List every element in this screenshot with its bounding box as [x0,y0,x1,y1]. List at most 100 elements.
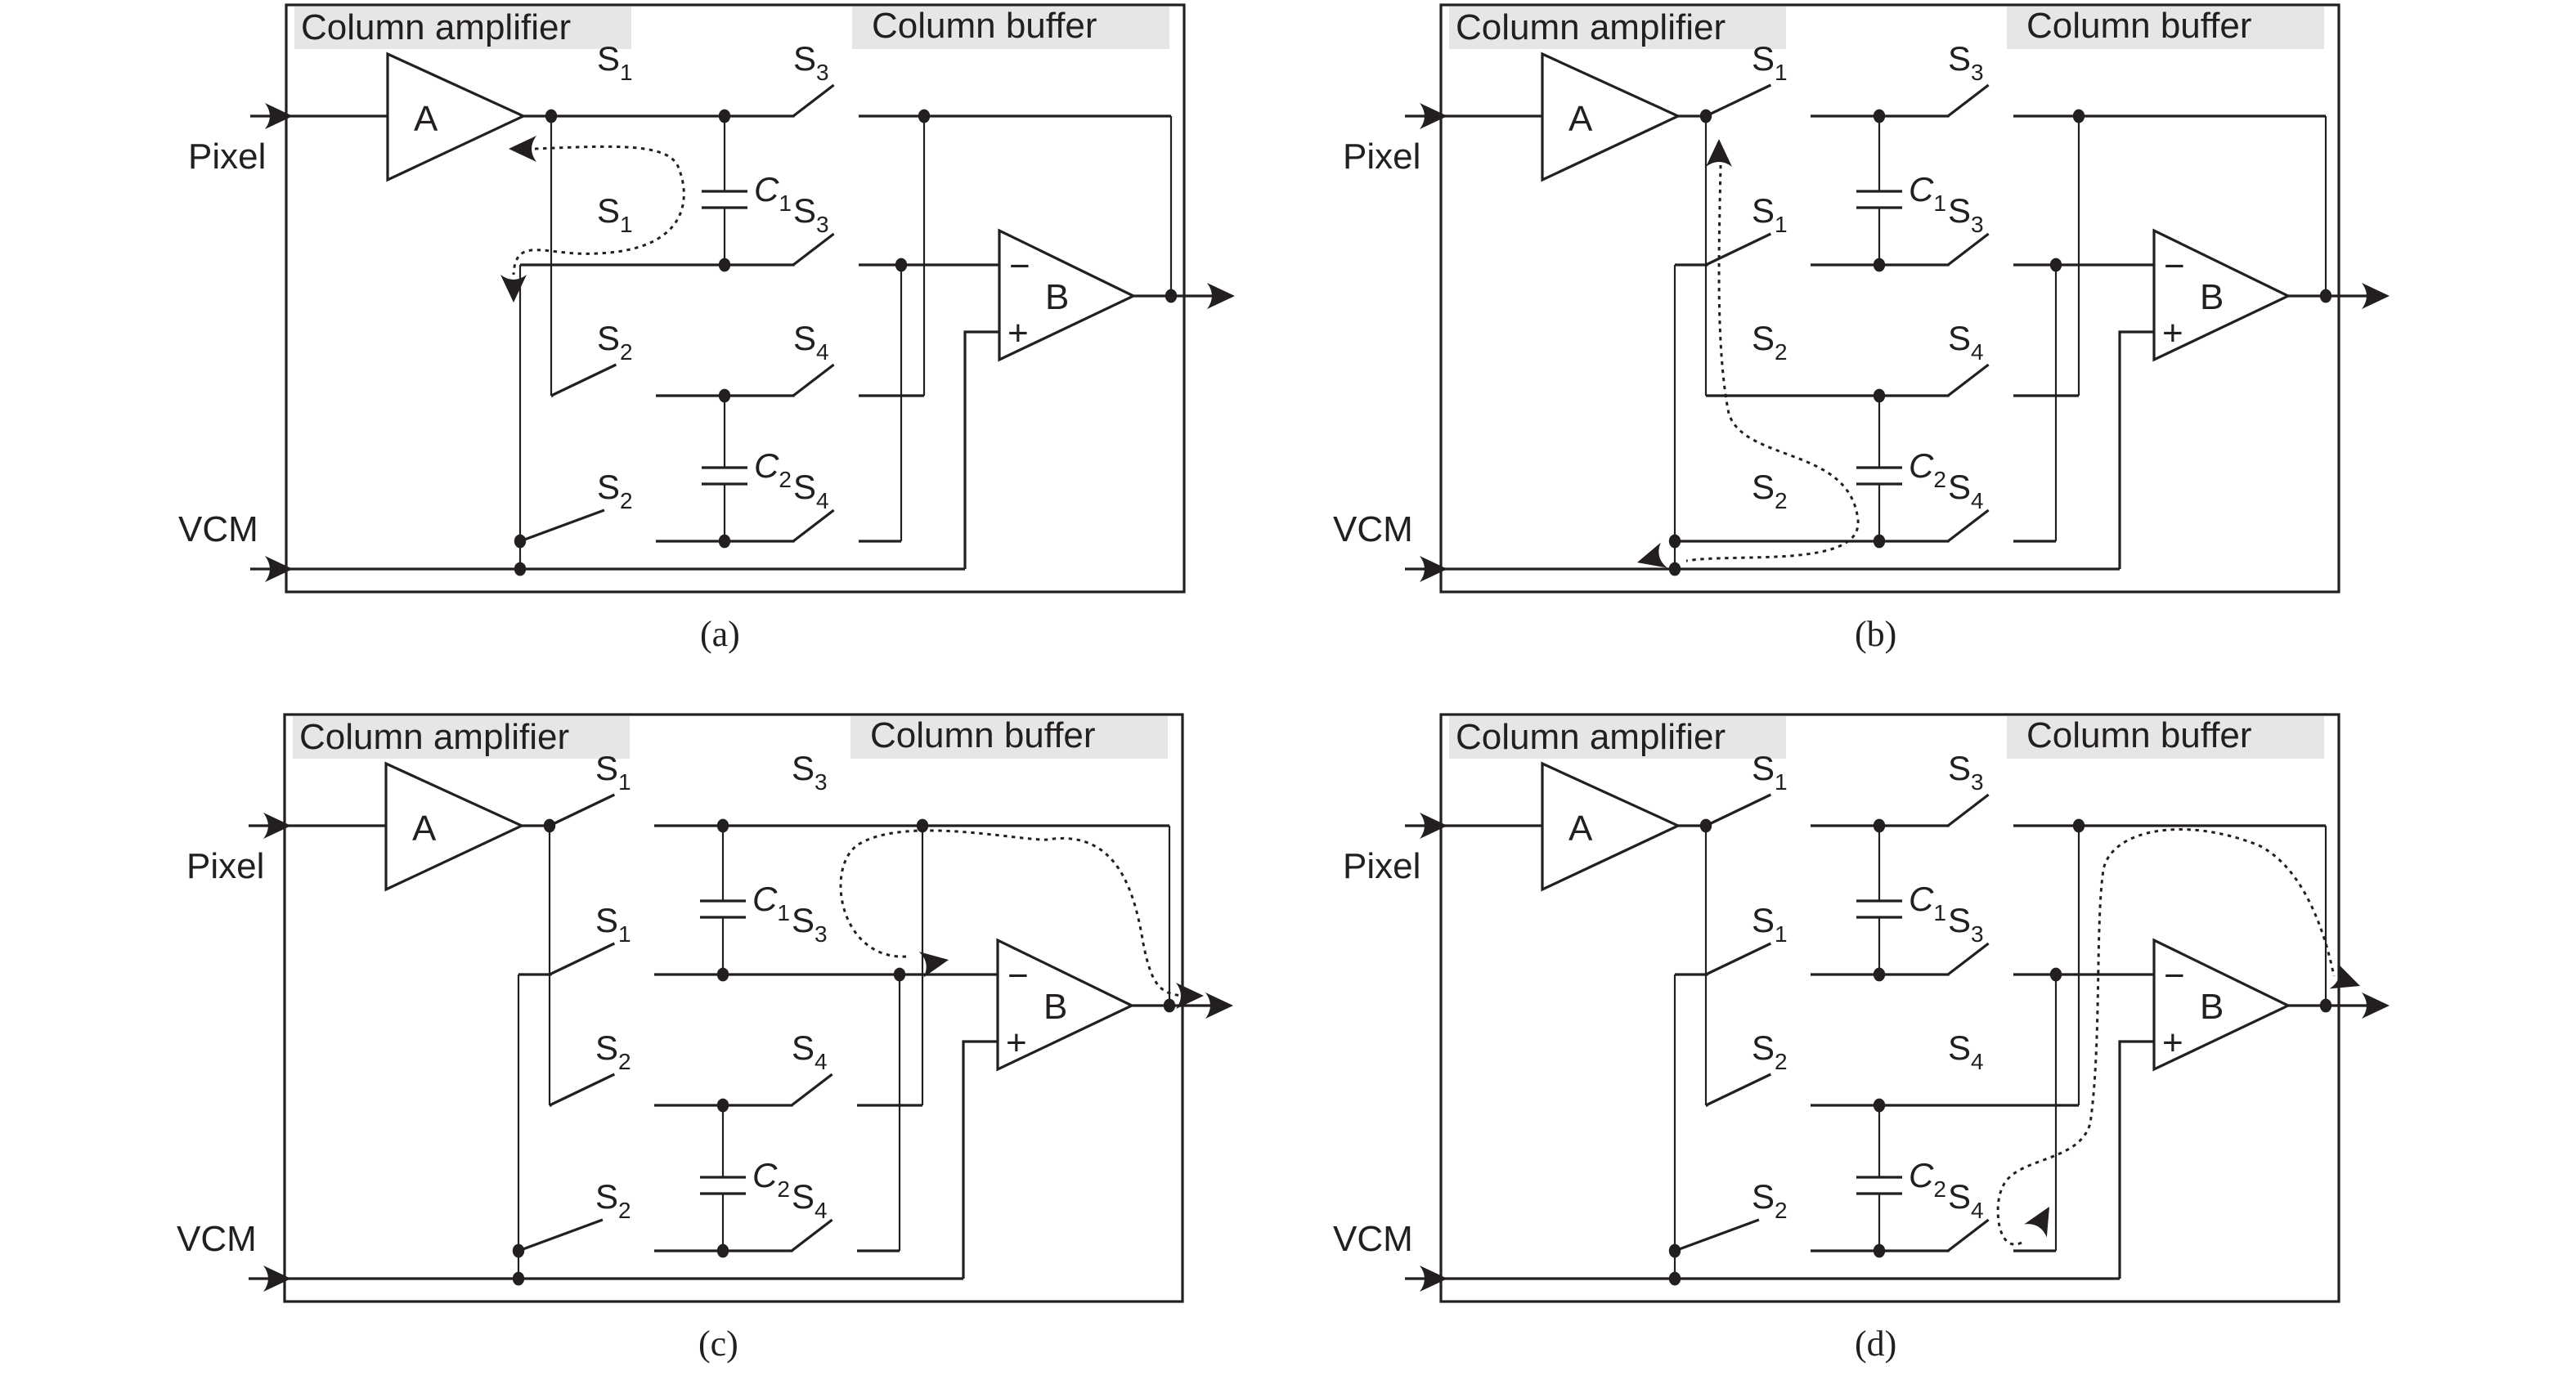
buffer-b-plus-label: + [2162,1023,2183,1063]
switch-s2-lower-label-subscript: 2 [1775,488,1788,513]
switch-s3-top-label-letter: S [1948,39,1971,78]
amplifier-a-label: A [412,809,437,849]
switch-s2-upper-blade [1705,1073,1772,1107]
switch-s1-top-label: S1 [597,39,633,85]
vcm-input-arrow-icon [1420,1266,1447,1292]
vcm-input-arrow-icon [263,1266,291,1292]
pixel-label: Pixel [1343,846,1420,886]
switch-s2-lower-label: S2 [597,468,633,513]
switch-s1-top-label-letter: S [595,749,618,787]
panel-caption-d: (d) [1855,1324,1896,1364]
column-amplifier-label-bg [294,7,631,49]
buffer-b-symbol [998,228,1137,362]
switch-s3-top-label: S3 [793,39,829,85]
junction-dot [1165,289,1178,303]
switch-s2-lower-label-subscript: 2 [1775,1198,1788,1223]
column-amplifier-label: Column amplifier [301,7,571,47]
switch-s2-upper [550,363,617,397]
switch-s3-top-label-subscript: 3 [816,60,829,85]
switch-s4-upper-label-subscript: 4 [815,1049,828,1074]
capacitor-c1-label: C1 [752,880,790,925]
switch-s4-lower [1947,509,1990,543]
junction-dot [2319,998,2332,1013]
vcm-label: VCM [178,509,258,549]
capacitor-c1-label-subscript: 1 [779,190,792,216]
switch-s2-upper-label: S2 [1752,1028,1788,1074]
switch-s2-upper-label-letter: S [595,1028,618,1067]
column-amplifier-label: Column amplifier [299,717,569,757]
capacitor-c2-label-subscript: 2 [1933,1176,1946,1202]
capacitor-c2-label-letter: C [1909,1156,1934,1194]
capacitor-c1-label-subscript: 1 [777,900,790,925]
switch-s4-lower-label-subscript: 4 [816,488,829,513]
switch-s2-lower-label: S2 [1752,1177,1788,1223]
switch-s1-top-label-subscript: 1 [1775,60,1788,85]
switch-s2-upper-label: S2 [1752,319,1788,365]
signal-flow-arrow-icon [2024,1207,2049,1238]
switch-s3-mid-label-letter: S [793,191,816,230]
switch-s3-top-label: S3 [792,749,828,795]
capacitor-c1-label: C1 [754,170,792,216]
switch-s3-mid-blade [792,232,835,267]
switch-s3-mid-label-letter: S [1948,191,1971,230]
signal-flow-arrow-icon [2329,964,2360,989]
capacitor-c2-label-letter: C [1909,446,1934,485]
switch-s4-upper [792,363,835,397]
switch-s3-mid-label: S3 [1948,191,1984,237]
switch-s1-mid-label-letter: S [1752,901,1775,939]
switch-s2-lower [519,509,605,543]
switch-s1-top-label-letter: S [1752,39,1775,78]
switch-s4-lower [792,509,835,543]
buffer-b-plus-label: + [1006,1023,1027,1063]
switch-s1-top [1705,793,1772,827]
switch-s4-lower-label-subscript: 4 [815,1198,828,1223]
capacitor-c2-label: C2 [1909,1156,1946,1202]
switch-s4-lower [791,1218,833,1252]
buffer-b-minus-label: − [1008,956,1029,996]
junction-dot [718,258,731,272]
buffer-b-label: B [2200,987,2224,1027]
switch-s3-top-blade [1947,793,1990,827]
buffer-b-symbol [2152,228,2291,362]
switch-s1-mid [1705,232,1772,267]
switch-s3-top-label-letter: S [1948,749,1971,787]
column-buffer-label: Column buffer [2026,715,2252,755]
column-amplifier-label-bg [293,716,630,759]
panel-border [285,3,1186,594]
capacitor-c1-label: C1 [1909,170,1946,216]
switch-s2-upper-label-letter: S [597,319,620,357]
column-buffer-label-bg [850,716,1168,759]
switch-s2-lower-label-subscript: 2 [620,488,633,513]
switch-s1-mid-label: S1 [597,191,633,237]
switch-s4-lower-label: S4 [1948,1177,1984,1223]
panel-border [283,713,1184,1303]
pixel-label: Pixel [188,137,266,177]
switch-s3-mid-label: S3 [792,901,828,947]
junction-dot [1873,967,1886,982]
switch-s1-mid-label-subscript: 1 [1775,212,1788,237]
capacitor-c2-label-letter: C [752,1156,778,1194]
switch-s3-mid-label-subscript: 3 [816,212,829,237]
amplifier-a-label: A [1568,99,1593,139]
switch-s3-top [1947,83,1990,118]
switch-s3-mid [1947,942,1990,976]
switch-s1-mid-label: S1 [1752,191,1788,237]
switch-s4-upper [791,1073,833,1107]
switch-s4-lower-label: S4 [792,1177,828,1223]
signal-flow-path [512,145,685,276]
junction-dot [1873,534,1886,549]
junction-dot [2319,289,2332,303]
buffer-b-plus-label: + [2162,313,2183,353]
column-amplifier-label-bg [1449,716,1786,759]
buffer-b-plus-input-wire [963,330,999,569]
switch-s4-upper-blade [792,363,835,397]
switch-s1-top-blade [549,793,616,827]
capacitor-c1-label-letter: C [752,880,778,918]
vcm-label: VCM [177,1219,257,1259]
output-arrow-icon [2362,283,2390,309]
panel-caption-c: (c) [698,1324,738,1364]
switch-s2-upper-label-subscript: 2 [1775,339,1788,365]
switch-s3-top-blade [792,83,835,118]
switch-s1-top-blade [1705,83,1772,118]
switch-s4-upper-label-letter: S [1948,319,1971,357]
